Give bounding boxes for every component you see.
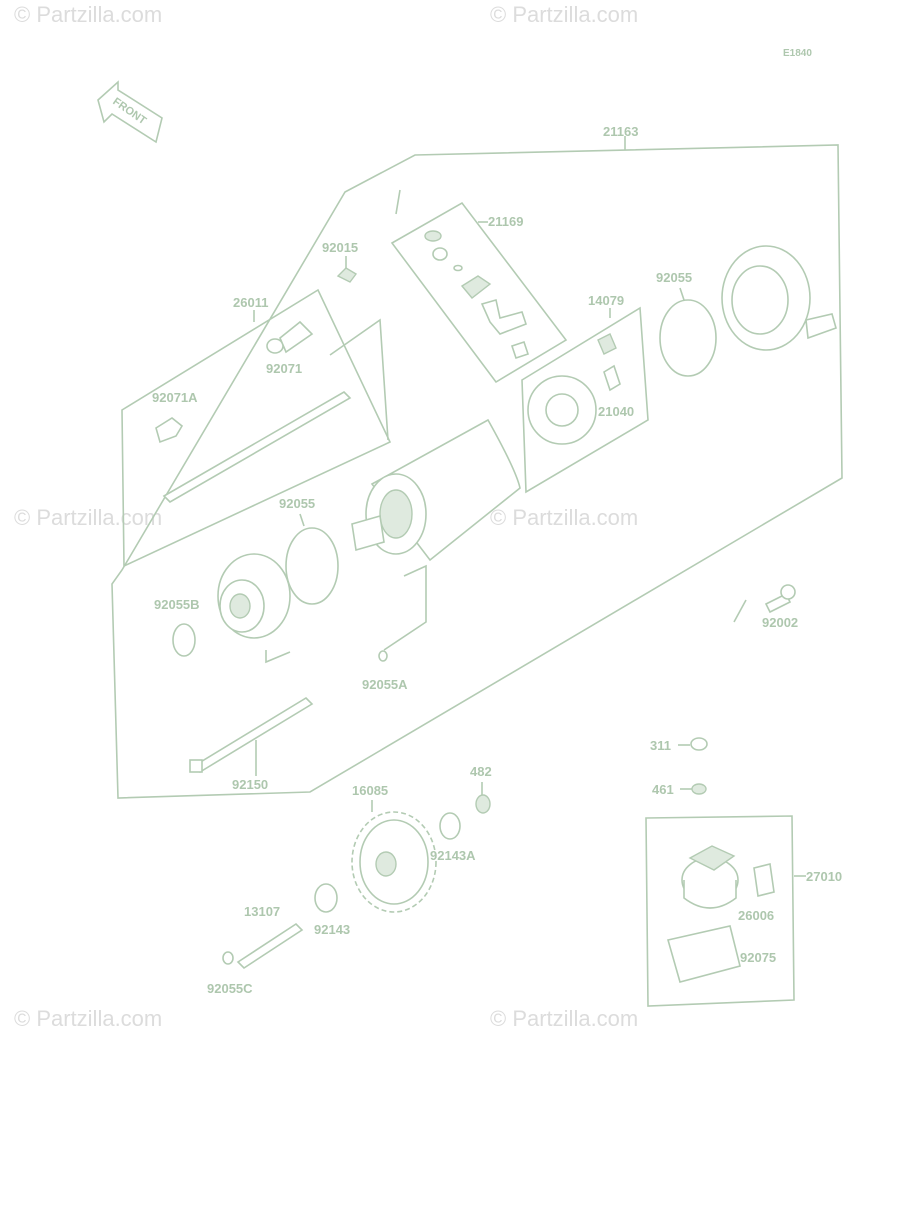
label-26011: 26011 [233, 295, 268, 310]
terminal-bolt-icon [162, 391, 352, 503]
label-92071A: 92071A [152, 390, 198, 405]
bushing-92143-icon [314, 883, 338, 913]
o-ring-92055A-icon [378, 650, 388, 662]
leader-front-cover [265, 650, 291, 664]
label-92055B: 92055B [154, 597, 200, 612]
cover-92075-icon [666, 925, 741, 983]
brush-plate-outline [521, 306, 649, 494]
idler-gear-16085-icon [351, 811, 437, 913]
label-92150: 92150 [232, 777, 268, 792]
label-13107: 13107 [244, 904, 280, 919]
washer-461-icon [691, 783, 707, 795]
label-311: 311 [650, 738, 671, 753]
watermark-mid-left: © Partzilla.com [14, 505, 162, 530]
terminal-boot-icon [266, 320, 314, 354]
fuse-26006-icon [753, 863, 775, 897]
brush-holder-outline [390, 201, 568, 384]
o-ring-92055-mid-icon [285, 527, 339, 605]
front-cover-icon [217, 553, 291, 639]
starter-relay-icon [681, 845, 739, 909]
nut-311-icon [690, 737, 708, 751]
terminal-outline [121, 288, 392, 568]
label-92015: 92015 [322, 240, 358, 255]
label-92055-mid: 92055 [279, 496, 315, 511]
watermark-top-right: © Partzilla.com [490, 2, 638, 27]
yoke-icon [351, 418, 521, 562]
leader-92055-mid [299, 513, 305, 527]
label-14079: 14079 [588, 293, 624, 308]
o-ring-92055-top-icon [659, 299, 717, 377]
label-92055-top: 92055 [656, 270, 692, 285]
label-92055A: 92055A [362, 677, 408, 692]
through-bolt-92150-icon [192, 696, 314, 774]
label-92071: 92071 [266, 361, 302, 376]
front-arrow-icon: FRONT [97, 80, 163, 144]
watermark-bottom-right: © Partzilla.com [490, 1006, 638, 1031]
leader-92055A-box [383, 564, 427, 651]
leader-92015-box [329, 318, 389, 441]
watermark-bottom-left: © Partzilla.com [14, 1006, 162, 1031]
clip-482-icon [475, 794, 491, 814]
label-92055C: 92055C [207, 981, 253, 996]
label-482: 482 [470, 764, 492, 779]
relay-outline [645, 815, 795, 1007]
watermark-mid-right: © Partzilla.com [490, 505, 638, 530]
brush-plate-icon [527, 333, 621, 445]
bushing-92143A-icon [439, 812, 461, 840]
nut-92015-icon [336, 267, 358, 283]
rear-cover-icon [721, 245, 837, 351]
label-27010: 27010 [806, 869, 842, 884]
bolt-92002-icon [764, 584, 796, 614]
watermark-top-left: © Partzilla.com [14, 2, 162, 27]
label-92002: 92002 [762, 615, 798, 630]
label-26006: 26006 [738, 908, 774, 923]
leader-21169-arrow [395, 189, 401, 215]
leader-92055-top [679, 287, 685, 301]
brush-holder-parts [424, 230, 530, 360]
diagram-id: E1840 [783, 48, 812, 59]
starter-assembly-outline [111, 144, 843, 799]
cap-92071A-icon [155, 417, 184, 444]
o-ring-92055C-icon [222, 951, 234, 965]
label-92075: 92075 [740, 950, 776, 965]
label-21040: 21040 [598, 404, 634, 419]
label-21163: 21163 [603, 124, 638, 139]
through-bolt-head-icon [189, 759, 203, 773]
leader-92002-arrow [733, 599, 747, 623]
shaft-13107-icon [236, 922, 304, 970]
label-21169: 21169 [488, 214, 523, 229]
label-461: 461 [652, 782, 674, 797]
o-ring-92055B-icon [172, 623, 196, 657]
label-16085: 16085 [352, 783, 388, 798]
label-92143: 92143 [314, 922, 350, 937]
label-92143A: 92143A [430, 848, 476, 863]
